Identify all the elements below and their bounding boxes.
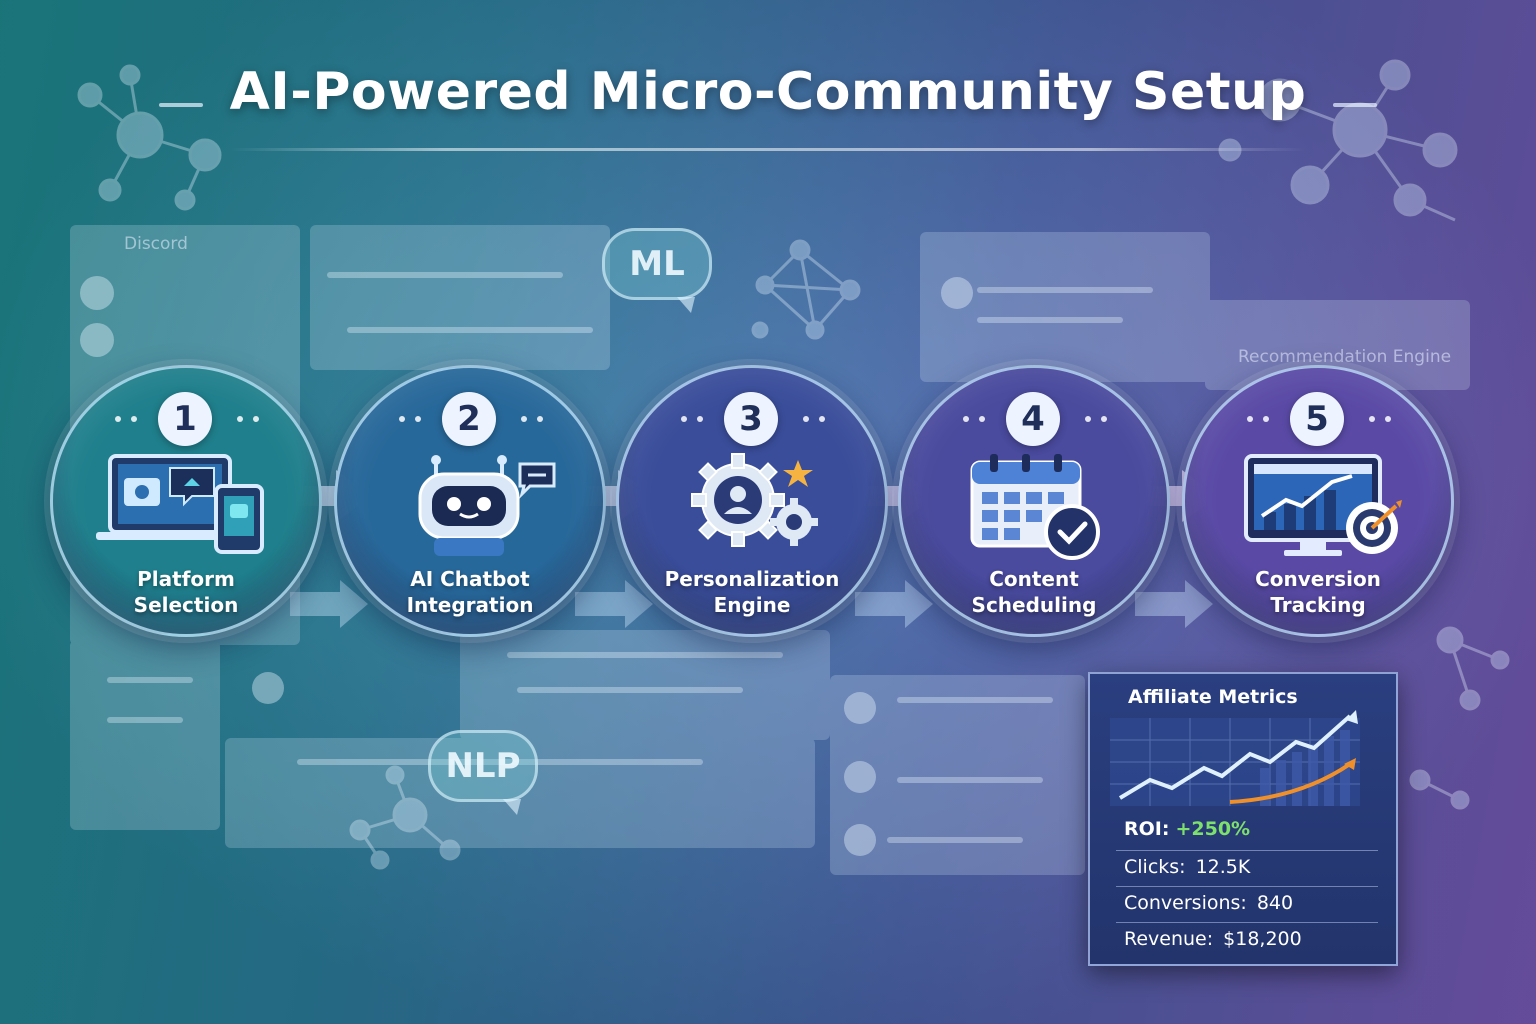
step-label: AI Chatbot Integration [406, 567, 534, 617]
metric-divider [1116, 850, 1378, 851]
step-content-scheduling[interactable]: 4 Content Scheduling [898, 365, 1170, 637]
step-label: Personalization Engine [664, 567, 840, 617]
page-title: AI-Powered Micro-Community Setup [229, 62, 1307, 122]
affiliate-metrics-card: Affiliate Metrics ROI:+250% Clicks:12.5K… [1088, 672, 1398, 966]
metric-clicks: Clicks:12.5K [1124, 856, 1251, 878]
metrics-trend-chart [1110, 710, 1360, 806]
step-label: Content Scheduling [971, 567, 1097, 617]
title-dash-left [158, 102, 203, 107]
step-number: 4 [1006, 392, 1060, 446]
title-dash-right [1333, 102, 1378, 107]
metric-roi: ROI:+250% [1124, 818, 1251, 840]
devices-icon [96, 454, 264, 554]
step-personalization-engine[interactable]: 3 Personalization Engine [616, 365, 888, 637]
step-platform-selection[interactable]: 1 Platform Selection [50, 365, 322, 637]
monitor-target-icon [1244, 454, 1402, 556]
step-number: 3 [724, 392, 778, 446]
ml-bubble: ML [602, 228, 712, 313]
bg-platform-label: Discord [124, 234, 188, 254]
metric-conversions: Conversions:840 [1124, 892, 1294, 914]
metric-divider [1116, 922, 1378, 923]
step-label: Platform Selection [133, 567, 239, 617]
nlp-bubble: NLP [428, 730, 538, 815]
step-ai-chatbot-integration[interactable]: 2 AI Chatbot Integration [334, 365, 606, 637]
title-underline [230, 148, 1306, 151]
step-number: 1 [158, 392, 212, 446]
metric-revenue: Revenue:$18,200 [1124, 928, 1302, 950]
robot-icon [418, 455, 556, 556]
bg-engine-label: Recommendation Engine [1238, 347, 1452, 367]
gears-icon [691, 453, 818, 547]
metrics-title: Affiliate Metrics [1128, 686, 1298, 708]
step-conversion-tracking[interactable]: 5 Conversion Tracking [1182, 365, 1454, 637]
step-number: 5 [1290, 392, 1344, 446]
step-label: Conversion Tracking [1255, 567, 1381, 617]
step-number: 2 [442, 392, 496, 446]
calendar-check-icon [970, 454, 1100, 560]
title-bar: AI-Powered Micro-Community Setup [0, 62, 1536, 122]
metric-divider [1116, 886, 1378, 887]
